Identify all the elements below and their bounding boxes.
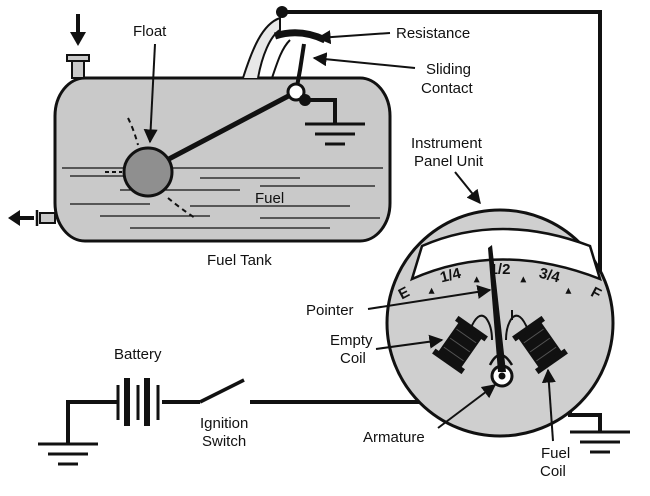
fuel-coil bbox=[512, 315, 568, 375]
gauge-scale-label: 1/4 bbox=[438, 265, 463, 287]
labels: Float Resistance Sliding Contact Fuel Fu… bbox=[114, 23, 570, 480]
label-instrument-panel-1: Instrument bbox=[411, 135, 483, 152]
ignition-switch bbox=[199, 378, 245, 404]
sender-bracket bbox=[242, 16, 281, 79]
label-battery: Battery bbox=[114, 346, 162, 363]
label-instrument-panel-2: Panel Unit bbox=[414, 153, 484, 170]
inlet-arrow-icon bbox=[70, 14, 86, 46]
empty-coil-lead bbox=[469, 314, 493, 341]
battery bbox=[116, 378, 160, 426]
sender-pivot bbox=[286, 82, 306, 102]
gauge-scale-tick bbox=[428, 287, 435, 294]
label-armature: Armature bbox=[363, 429, 425, 446]
float bbox=[122, 146, 174, 198]
float-swing-arc-top bbox=[127, 117, 139, 146]
gauge-scale-tick bbox=[473, 276, 480, 283]
fuel-tank bbox=[8, 14, 392, 243]
gauge-scale-ticks bbox=[428, 276, 572, 294]
label-ignition-switch-1: Ignition bbox=[200, 415, 248, 432]
battery-ground-wire bbox=[66, 400, 118, 444]
gauge-scale-label: 3/4 bbox=[537, 265, 562, 287]
filler-cap bbox=[66, 54, 90, 62]
fuel-surface-lines bbox=[62, 167, 383, 229]
float-swing-arc-bottom bbox=[167, 197, 196, 219]
label-empty-coil-2: Coil bbox=[340, 350, 366, 367]
label-sliding-contact-2: Contact bbox=[421, 80, 474, 97]
label-sliding-contact-1: Sliding bbox=[426, 61, 471, 78]
label-float: Float bbox=[133, 23, 167, 40]
drain-fitting bbox=[39, 212, 56, 224]
outlet-arrow-icon bbox=[8, 210, 34, 226]
label-arrows bbox=[143, 30, 556, 442]
filler-neck bbox=[71, 59, 85, 79]
gauge-scale-face bbox=[410, 227, 602, 282]
resistance-coil bbox=[273, 29, 327, 44]
label-empty-coil-1: Empty bbox=[330, 332, 373, 349]
label-fuel: Fuel bbox=[255, 190, 284, 207]
label-fuel-coil-2: Coil bbox=[540, 463, 566, 480]
pointer-needle bbox=[488, 245, 506, 372]
label-ignition-switch-2: Switch bbox=[202, 433, 246, 450]
sender-ground-icon bbox=[305, 122, 365, 146]
label-fuel-tank: Fuel Tank bbox=[207, 252, 272, 269]
float-arm bbox=[146, 89, 298, 173]
gauge-scale-tick bbox=[565, 287, 572, 294]
gauge-ground-icon bbox=[570, 430, 630, 454]
gauge-scale-tick bbox=[520, 276, 527, 283]
battery-ground-icon bbox=[38, 442, 98, 466]
label-pointer: Pointer bbox=[306, 302, 354, 319]
label-resistance: Resistance bbox=[396, 25, 470, 42]
tank-body bbox=[53, 76, 392, 243]
armature-pivot bbox=[498, 372, 506, 380]
label-fuel-coil-1: Fuel bbox=[541, 445, 570, 462]
